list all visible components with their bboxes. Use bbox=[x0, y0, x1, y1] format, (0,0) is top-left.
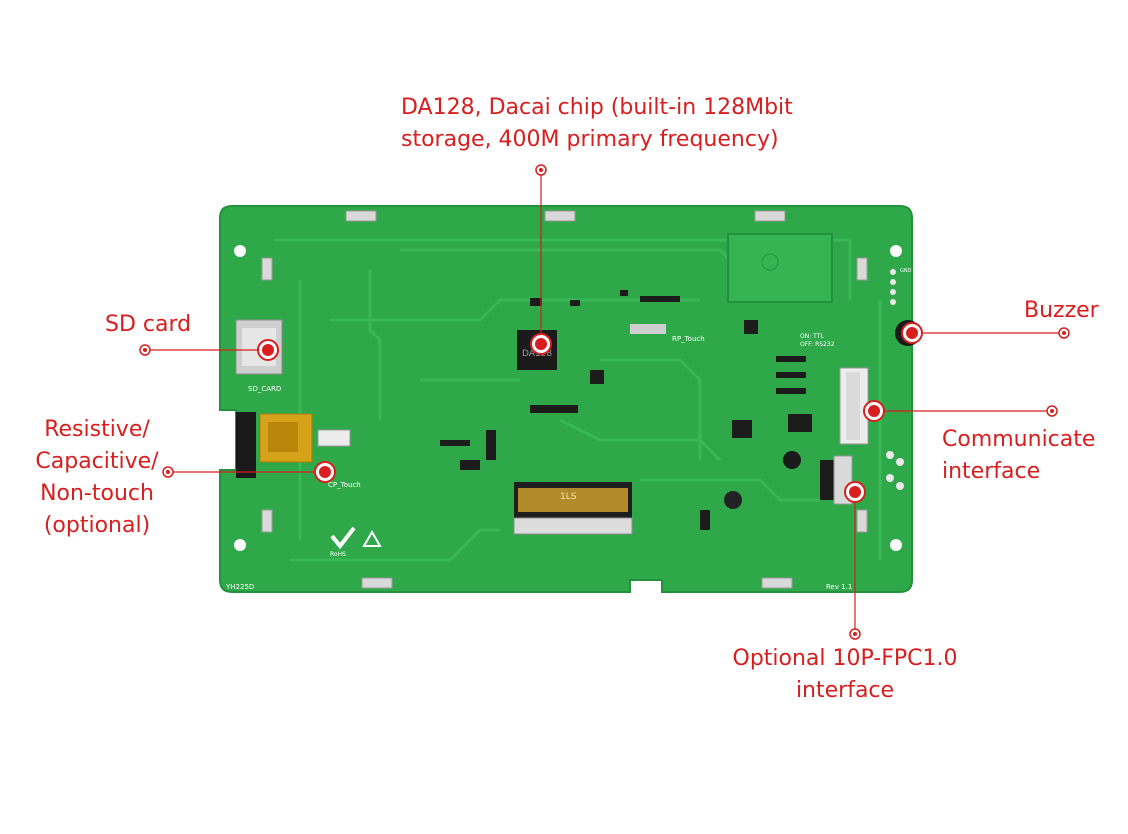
chip-callout-line2: storage, 400M primary frequency) bbox=[401, 127, 779, 152]
model-silk: YH225D bbox=[225, 583, 254, 591]
rs-silk-2: OFF: RS232 bbox=[800, 341, 835, 348]
sd-callout: SD card bbox=[105, 309, 191, 341]
lcd-fpc-connector: 1LS bbox=[513, 482, 633, 535]
leader-lines bbox=[145, 170, 1064, 634]
comm-target-marker bbox=[863, 400, 885, 422]
capacitor bbox=[783, 451, 801, 469]
fpc-end-dot bbox=[849, 628, 861, 640]
touch-end-dot bbox=[162, 466, 174, 478]
rs-silk-1: ON: TTL bbox=[800, 333, 824, 340]
buzzer-callout: Buzzer bbox=[1024, 295, 1099, 327]
mounting-hole bbox=[234, 539, 246, 551]
touch-callout-line1: Resistive/ bbox=[44, 417, 150, 442]
fpc-callout: Optional 10P-FPC1.0 interface bbox=[720, 643, 970, 707]
sd-callout-line1: SD card bbox=[105, 312, 192, 337]
chip-callout-line1: DA128, Dacai chip (built-in 128Mbit bbox=[401, 95, 793, 120]
gnd-silk: GND bbox=[900, 268, 912, 274]
esd-logo bbox=[362, 529, 382, 547]
target-markers bbox=[257, 322, 923, 503]
gnd-pads bbox=[886, 269, 904, 490]
comm-connector bbox=[839, 367, 869, 445]
buzzer-end-dot bbox=[1058, 327, 1070, 339]
rp-touch-silk: RP_Touch bbox=[672, 335, 705, 343]
antenna-area bbox=[727, 233, 833, 303]
rev-silk: Rev 1.1 bbox=[826, 583, 852, 591]
fpc-marking: 1LS bbox=[560, 492, 577, 502]
comm-callout-line1: Communicate bbox=[942, 427, 1096, 452]
comm-callout-line2: interface bbox=[942, 459, 1041, 484]
rohs-logo: RoHS bbox=[330, 526, 356, 558]
sd-target-marker bbox=[257, 339, 279, 361]
chip-target-marker bbox=[530, 333, 552, 355]
touch-connector: CP_Touch bbox=[236, 412, 361, 489]
touch-callout: Resistive/ Capacitive/ Non-touch (option… bbox=[30, 414, 164, 542]
fpc-target-marker bbox=[844, 481, 866, 503]
cp-touch-silk: CP_Touch bbox=[328, 481, 361, 489]
sd-end-dot bbox=[139, 344, 151, 356]
ce-mark bbox=[761, 253, 779, 271]
mounting-hole bbox=[890, 245, 902, 257]
mounting-hole bbox=[890, 539, 902, 551]
leader-end-dots bbox=[139, 164, 1070, 640]
touch-callout-line4: (optional) bbox=[43, 513, 151, 538]
fpc-callout-line1: Optional 10P-FPC1.0 bbox=[732, 646, 958, 671]
mounting-hole bbox=[234, 245, 246, 257]
chip-callout: DA128, Dacai chip (built-in 128Mbit stor… bbox=[401, 92, 793, 156]
touch-callout-line2: Capacitive/ bbox=[35, 449, 159, 474]
inductor bbox=[724, 491, 742, 509]
chip-end-dot bbox=[535, 164, 547, 176]
sd-silk-label: SD_CARD bbox=[248, 385, 281, 393]
edge-clips bbox=[261, 210, 868, 589]
buzzer-target-marker bbox=[901, 322, 923, 344]
comm-end-dot bbox=[1046, 405, 1058, 417]
comm-callout: Communicate interface bbox=[942, 424, 1095, 488]
touch-callout-line3: Non-touch bbox=[40, 481, 154, 506]
buzzer-callout-line1: Buzzer bbox=[1024, 298, 1099, 323]
touch-target-marker bbox=[314, 461, 336, 483]
fpc-callout-line2: interface bbox=[795, 678, 895, 703]
rp-connector bbox=[630, 324, 666, 334]
svg-text:RoHS: RoHS bbox=[330, 551, 346, 558]
